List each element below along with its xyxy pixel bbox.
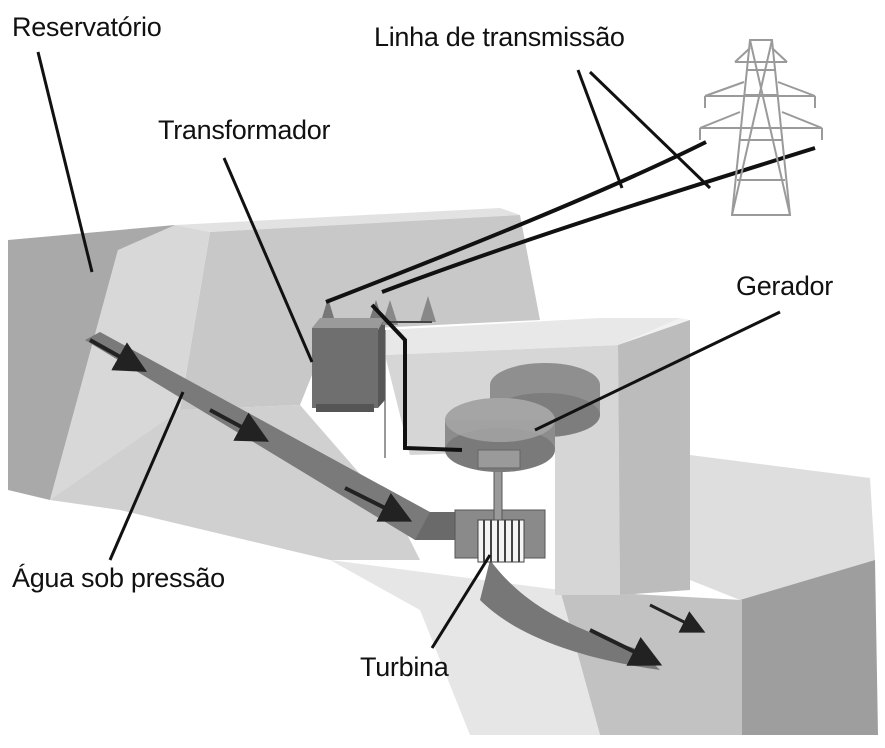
leader-transmission-1 [576, 69, 624, 189]
label-generator: Gerador [736, 271, 833, 301]
flow-arrow-icon [344, 486, 413, 522]
transmission-tower-icon [699, 39, 823, 216]
transmission-lines [325, 140, 816, 304]
reservoir-block [8, 225, 175, 500]
powerhouse-roof-edge [385, 318, 680, 355]
flow-arrow-icon [589, 628, 663, 666]
label-turbine: Turbina [360, 652, 449, 682]
label-transmission-line: Linha de transmissão [374, 22, 625, 52]
powerhouse-side [618, 320, 690, 595]
ground-right-side [740, 560, 878, 735]
label-transformer: Transformador [158, 115, 331, 145]
turbine [454, 459, 546, 563]
transformer [312, 296, 463, 452]
dam-top [175, 208, 520, 232]
generator [445, 363, 600, 472]
flow-arrow-icon [209, 408, 270, 442]
leader-transformer [222, 157, 314, 363]
penstock [85, 332, 706, 670]
leader-reservoir [36, 51, 94, 273]
label-pressurized-water: Água sob pressão [12, 563, 225, 593]
leader-generator [534, 310, 781, 432]
leader-lines [36, 51, 781, 649]
flow-arrow-icon [649, 603, 706, 633]
leader-water [108, 391, 185, 561]
leader-turbine [430, 554, 492, 649]
ground-right-top [690, 455, 875, 600]
lower-slope [50, 405, 420, 560]
flow-arrow-icon [89, 338, 147, 372]
label-reservoir: Reservatório [12, 12, 162, 42]
leader-transmission-2 [588, 70, 712, 190]
dam-structure [8, 208, 878, 735]
